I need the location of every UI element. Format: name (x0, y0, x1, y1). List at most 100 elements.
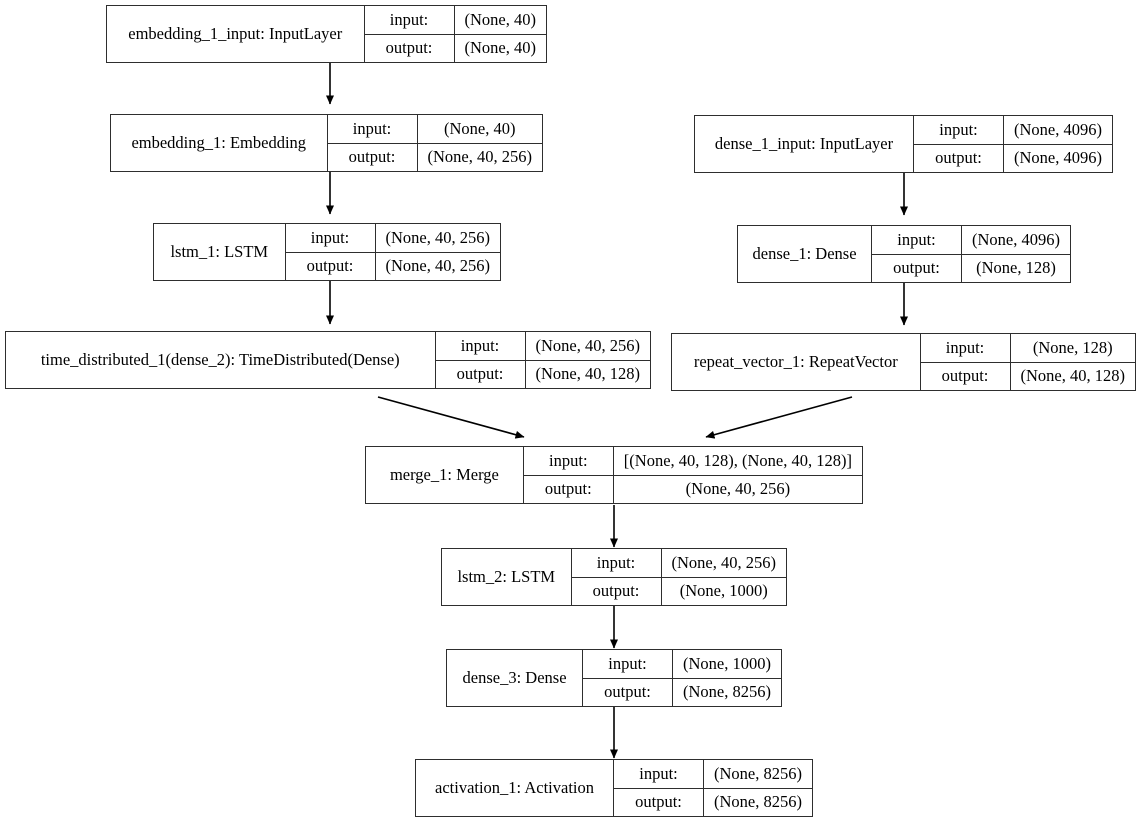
output-label: output: (614, 788, 705, 816)
node-label: dense_1: Dense (738, 226, 873, 282)
output-shape: (None, 128) (976, 258, 1056, 278)
node-output-row: output: (None, 40) (365, 34, 546, 62)
node-label: embedding_1: Embedding (111, 115, 328, 171)
node-input-row: input: (None, 40, 256) (435, 332, 650, 361)
node-label: activation_1: Activation (416, 760, 615, 816)
node-input-row: input: (None, 40) (327, 115, 542, 144)
input-label: input: (572, 549, 662, 577)
input-label: input: (286, 224, 376, 252)
node-output-row: output: (None, 1000) (572, 577, 786, 605)
output-shape: (None, 40, 256) (427, 147, 532, 167)
node-io-table: input: (None, 128) output: (None, 40, 12… (920, 334, 1135, 390)
output-shape: (None, 4096) (1014, 148, 1102, 168)
node-time-distributed-1[interactable]: time_distributed_1(dense_2): TimeDistrib… (5, 331, 651, 389)
output-shape: (None, 8256) (714, 792, 802, 812)
node-io-table: input: (None, 40) output: (None, 40, 256… (327, 115, 542, 171)
node-lstm-2[interactable]: lstm_2: LSTM input: (None, 40, 256) outp… (441, 548, 787, 606)
input-label: input: (872, 226, 963, 254)
edge-timedistributed-to-merge (377, 396, 525, 439)
node-io-table: input: (None, 40, 256) output: (None, 10… (571, 549, 786, 605)
output-label: output: (921, 362, 1011, 390)
input-shape: (None, 40, 256) (671, 552, 776, 572)
input-label: input: (328, 115, 418, 143)
node-dense-1[interactable]: dense_1: Dense input: (None, 4096) outpu… (737, 225, 1071, 283)
node-dense-1-input[interactable]: dense_1_input: InputLayer input: (None, … (694, 115, 1113, 173)
edge-repeatvector-to-merge (705, 396, 853, 439)
input-label: input: (436, 332, 526, 360)
node-io-table: input: (None, 4096) output: (None, 128) (872, 226, 1070, 282)
node-input-row: input: [(None, 40, 128), (None, 40, 128)… (523, 447, 862, 476)
output-shape: (None, 40) (464, 38, 536, 58)
output-label: output: (872, 254, 963, 282)
input-shape: (None, 4096) (1014, 119, 1102, 139)
node-label: time_distributed_1(dense_2): TimeDistrib… (6, 332, 436, 388)
node-input-row: input: (None, 128) (920, 334, 1135, 363)
node-input-row: input: (None, 1000) (583, 650, 781, 679)
input-label: input: (914, 116, 1005, 144)
node-input-row: input: (None, 40) (364, 6, 546, 35)
node-embedding-1-input[interactable]: embedding_1_input: InputLayer input: (No… (106, 5, 547, 63)
input-label: input: (583, 650, 674, 678)
output-shape: (None, 1000) (679, 581, 768, 601)
node-io-table: input: (None, 8256) output: (None, 8256) (614, 760, 812, 816)
node-label: dense_1_input: InputLayer (695, 116, 915, 172)
node-label: dense_3: Dense (447, 650, 584, 706)
node-embedding-1[interactable]: embedding_1: Embedding input: (None, 40)… (110, 114, 543, 172)
node-output-row: output: (None, 40, 256) (524, 475, 862, 503)
output-label: output: (436, 360, 526, 388)
output-label: output: (524, 475, 614, 503)
node-io-table: input: (None, 40) output: (None, 40) (364, 6, 546, 62)
node-output-row: output: (None, 8256) (583, 678, 781, 706)
node-merge-1[interactable]: merge_1: Merge input: [(None, 40, 128), … (365, 446, 863, 504)
output-shape: (None, 40, 256) (385, 256, 490, 276)
output-label: output: (286, 252, 376, 280)
output-label: output: (914, 144, 1005, 172)
input-shape: [(None, 40, 128), (None, 40, 128)] (623, 450, 852, 470)
input-shape: (None, 40, 256) (385, 227, 490, 247)
output-label: output: (572, 577, 662, 605)
node-input-row: input: (None, 4096) (914, 116, 1112, 145)
node-input-row: input: (None, 40, 256) (571, 549, 786, 578)
input-label: input: (524, 447, 614, 475)
node-io-table: input: [(None, 40, 128), (None, 40, 128)… (523, 447, 862, 503)
node-lstm-1[interactable]: lstm_1: LSTM input: (None, 40, 256) outp… (153, 223, 501, 281)
node-output-row: output: (None, 128) (872, 254, 1070, 282)
node-repeat-vector-1[interactable]: repeat_vector_1: RepeatVector input: (No… (671, 333, 1136, 391)
node-activation-1[interactable]: activation_1: Activation input: (None, 8… (415, 759, 813, 817)
node-label: lstm_2: LSTM (442, 549, 572, 605)
node-dense-3[interactable]: dense_3: Dense input: (None, 1000) outpu… (446, 649, 782, 707)
node-io-table: input: (None, 4096) output: (None, 4096) (914, 116, 1112, 172)
output-label: output: (365, 34, 455, 62)
output-shape: (None, 40, 128) (535, 364, 640, 384)
input-shape: (None, 8256) (714, 763, 802, 783)
node-output-row: output: (None, 40, 256) (328, 143, 542, 171)
node-output-row: output: (None, 40, 128) (436, 360, 650, 388)
node-io-table: input: (None, 40, 256) output: (None, 40… (285, 224, 500, 280)
input-shape: (None, 40) (464, 9, 536, 29)
node-input-row: input: (None, 40, 256) (285, 224, 500, 253)
node-output-row: output: (None, 40, 128) (921, 362, 1135, 390)
input-shape: (None, 1000) (683, 653, 771, 673)
input-shape: (None, 4096) (972, 229, 1060, 249)
input-label: input: (921, 334, 1011, 362)
input-label: input: (365, 6, 455, 34)
input-shape: (None, 40) (444, 118, 516, 138)
node-label: merge_1: Merge (366, 447, 524, 503)
output-shape: (None, 40, 256) (685, 479, 791, 499)
node-output-row: output: (None, 4096) (914, 144, 1112, 172)
output-shape: (None, 8256) (683, 682, 771, 702)
node-input-row: input: (None, 8256) (614, 760, 812, 789)
output-label: output: (583, 678, 674, 706)
node-input-row: input: (None, 4096) (872, 226, 1070, 255)
input-label: input: (614, 760, 705, 788)
input-shape: (None, 128) (1032, 337, 1113, 357)
input-shape: (None, 40, 256) (535, 335, 640, 355)
output-shape: (None, 40, 128) (1020, 366, 1125, 386)
node-io-table: input: (None, 40, 256) output: (None, 40… (435, 332, 650, 388)
node-label: lstm_1: LSTM (154, 224, 286, 280)
node-label: repeat_vector_1: RepeatVector (672, 334, 921, 390)
output-label: output: (328, 143, 418, 171)
node-io-table: input: (None, 1000) output: (None, 8256) (583, 650, 781, 706)
